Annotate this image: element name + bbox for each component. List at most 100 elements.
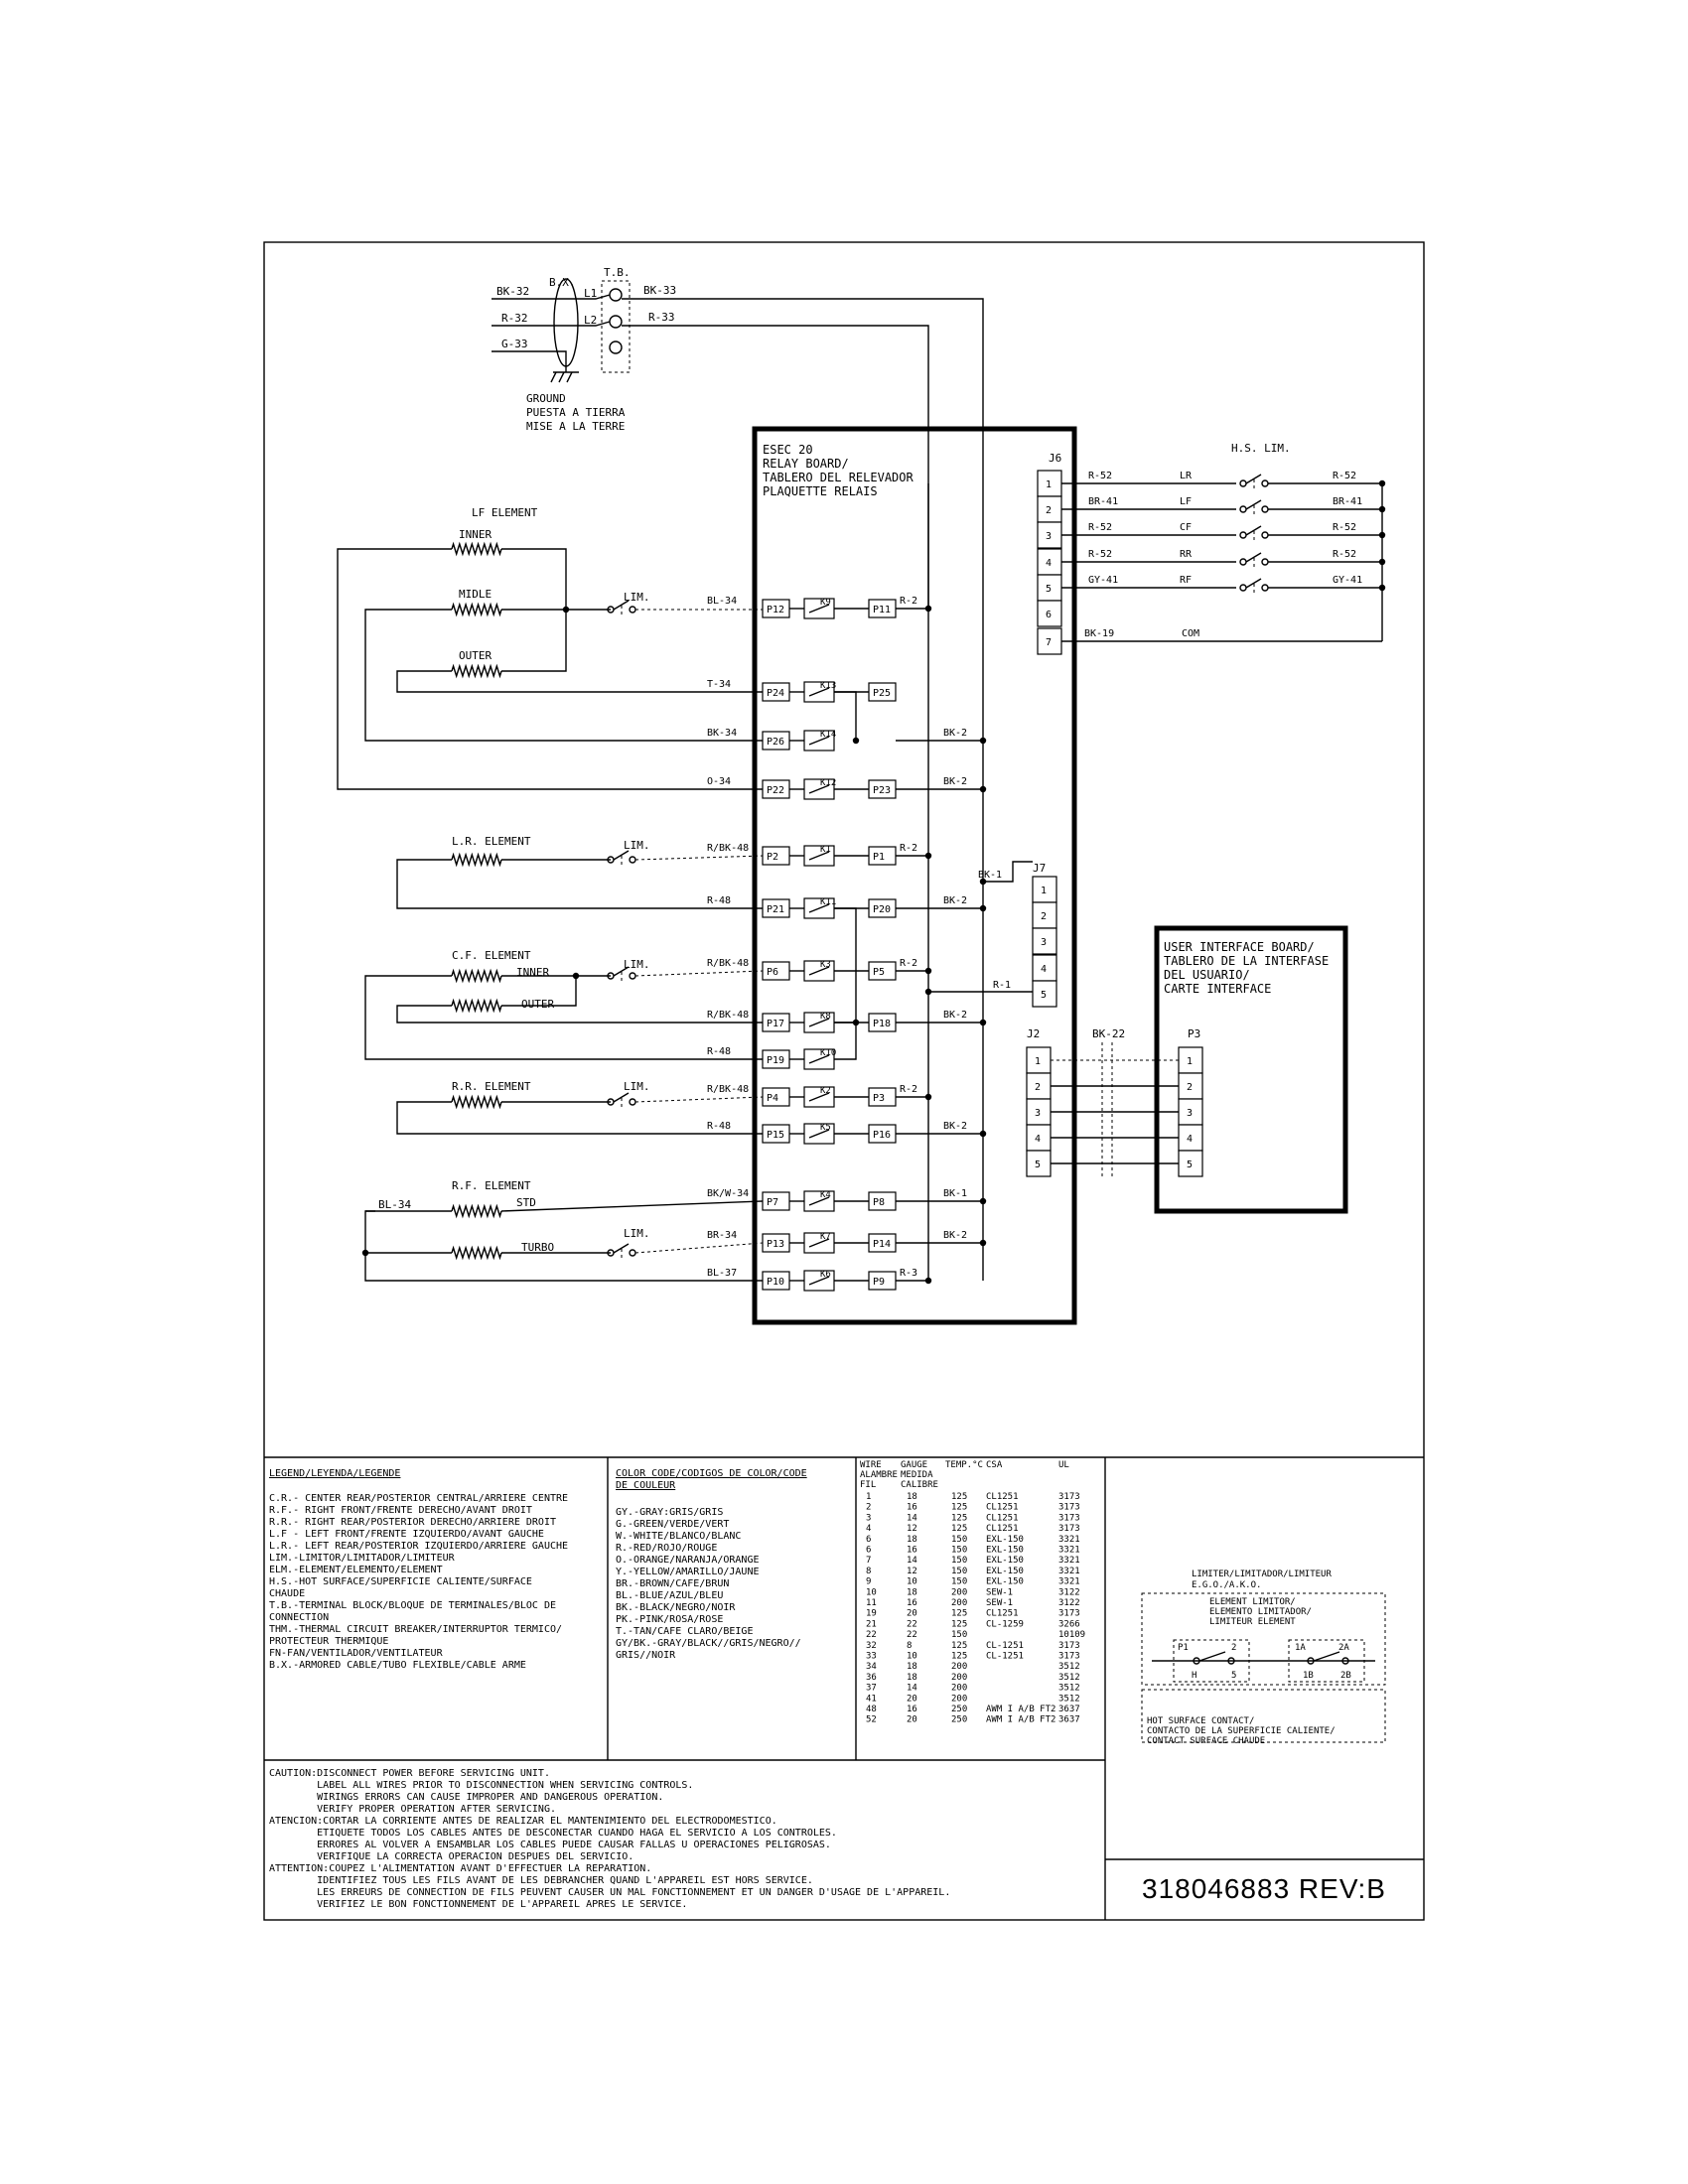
color-code-line: O.-ORANGE/NARANJA/ORANGE (616, 1555, 760, 1566)
table-cell: 16 (907, 1598, 917, 1608)
relay-pin-label: P25 (873, 688, 891, 699)
element-limitor-label: ELEMENT LIMITOR/ (1209, 1597, 1296, 1607)
lf-inner-label: INNER (459, 528, 492, 541)
table-cell: SEW-1 (986, 1587, 1013, 1597)
color-code-line: BK.-BLACK/NEGRO/NOIR (616, 1602, 736, 1613)
element-wire (500, 1200, 764, 1212)
table-cell: 200 (951, 1662, 967, 1672)
relay-label: K12 (820, 778, 836, 788)
table-cell: 14 (907, 1556, 917, 1566)
wire-label: T-34 (707, 679, 731, 690)
wire-label: R-1 (993, 980, 1011, 991)
element-wire (396, 1101, 763, 1135)
table-cell: 200 (951, 1694, 967, 1704)
relay-switch (808, 1018, 830, 1027)
relay-switch (808, 687, 830, 697)
relay-switch (808, 851, 830, 861)
j6-pin (1037, 600, 1062, 627)
lr-element-title: L.R. ELEMENT (452, 835, 531, 848)
table-cell: 20 (907, 1715, 917, 1725)
table-cell: EXL-150 (986, 1577, 1024, 1587)
j2-pin-label: 2 (1035, 1082, 1041, 1093)
hs-name: CF (1180, 522, 1192, 533)
junction-dot (979, 878, 987, 886)
part-number: 318046883 REV:B (1142, 1873, 1386, 1904)
junction-dot (924, 1277, 932, 1285)
table-cell: 41 (866, 1694, 877, 1704)
ground-label-fr: MISE A LA TERRE (526, 420, 625, 433)
limiter-contact (1239, 479, 1247, 487)
terminal-label: H (1192, 1671, 1196, 1681)
relay-label: K8 (820, 1012, 831, 1022)
j2-pin (1026, 1046, 1052, 1074)
p3-pin (1178, 1150, 1203, 1177)
table-cell: 3266 (1058, 1619, 1080, 1629)
table-header: TEMP.°C (945, 1460, 983, 1470)
junction-dot (979, 785, 987, 793)
cf-element-title: C.F. ELEMENT (452, 949, 531, 962)
color-code-line: GY.-GRAY:GRIS/GRIS (616, 1507, 723, 1518)
limiter-switch (613, 1243, 630, 1254)
resistor-symbol (451, 852, 502, 868)
table-cell: 250 (951, 1705, 967, 1714)
caution-line: WIRINGS ERRORS CAN CAUSE IMPROPER AND DA… (269, 1792, 663, 1803)
j7-pin (1032, 876, 1057, 903)
legend-line: T.B.-TERMINAL BLOCK/BLOQUE DE TERMINALES… (269, 1600, 556, 1611)
relay-pin-label: P26 (767, 737, 784, 748)
wire-label: BK/W-34 (707, 1188, 749, 1199)
tb-label: T.B. (604, 266, 631, 279)
table-cell: 16 (907, 1503, 917, 1513)
wire-label: BK-2 (943, 1121, 967, 1132)
j6-pin-label: 1 (1046, 479, 1052, 490)
relay-pin-label: P8 (873, 1197, 885, 1208)
caution-line: CAUTION:DISCONNECT POWER BEFORE SERVICIN… (269, 1768, 550, 1779)
color-code-line: PK.-PINK/ROSA/ROSE (616, 1614, 723, 1625)
element-limitor-box (1141, 1592, 1386, 1686)
table-header: WIRE (860, 1460, 882, 1470)
wire-label: BK-2 (943, 895, 967, 906)
limiter-contact (1239, 531, 1247, 539)
relay-pin-label: P7 (767, 1197, 778, 1208)
relay-label: K11 (820, 897, 836, 907)
table-cell: 20 (907, 1694, 917, 1704)
table-header: MEDIDA (901, 1470, 933, 1480)
table-cell: CL1251 (986, 1513, 1019, 1523)
table-cell: AWM I A/B FT2 (986, 1705, 1055, 1714)
ui-board-label: CARTE INTERFACE (1164, 982, 1271, 996)
table-cell: 14 (907, 1513, 917, 1523)
table-cell: 3173 (1058, 1652, 1080, 1662)
terminal-label: 2A (1338, 1643, 1349, 1653)
legend-line: FN-FAN/VENTILADOR/VENTILATEUR (269, 1648, 444, 1659)
power-supply: B.X. T.B. L1 L2 BK-32 R-32 G-33 GROUND P… (492, 266, 984, 1281)
wire-r32: R-32 (501, 312, 528, 325)
junction-dot (979, 1197, 987, 1205)
table-cell: 12 (907, 1567, 917, 1576)
relay-label: K13 (820, 681, 836, 691)
relay-board-title: PLAQUETTE RELAIS (763, 484, 878, 498)
table-cell: 125 (951, 1641, 967, 1651)
terminal-l1 (609, 288, 623, 302)
wire-label: BK-2 (943, 776, 967, 787)
limiter-contact (629, 1249, 636, 1257)
rf-turbo-label: TURBO (521, 1241, 554, 1254)
wire-bk22: BK-22 (1092, 1027, 1125, 1040)
legend-line: LIM.-LIMITOR/LIMITADOR/LIMITEUR (269, 1553, 456, 1564)
resistor-symbol (451, 968, 502, 984)
caution-line: ERRORES AL VOLVER A ENSAMBLAR LOS CABLES… (269, 1840, 831, 1850)
junction-dot (979, 1130, 987, 1138)
element-wire (364, 975, 763, 1060)
limiter-switch (613, 850, 630, 861)
caution-line: ATTENTION:COUPEZ L'ALIMENTATION AVANT D'… (269, 1863, 651, 1874)
element-wire (501, 548, 567, 610)
j6-pin-label: 7 (1046, 637, 1052, 648)
resistor-symbol (451, 1245, 502, 1261)
table-cell: 150 (951, 1630, 967, 1640)
color-code: COLOR CODE/CODIGOS DE COLOR/CODE DE COUL… (616, 1468, 807, 1661)
j7-pin-label: 1 (1041, 886, 1047, 896)
table-cell: EXL-150 (986, 1546, 1024, 1556)
limiter-contact (629, 1098, 636, 1106)
table-cell: 10 (866, 1587, 877, 1597)
j6-pin-label: 3 (1046, 531, 1052, 542)
table-cell: 18 (907, 1662, 917, 1672)
relay-switch (808, 1054, 830, 1064)
